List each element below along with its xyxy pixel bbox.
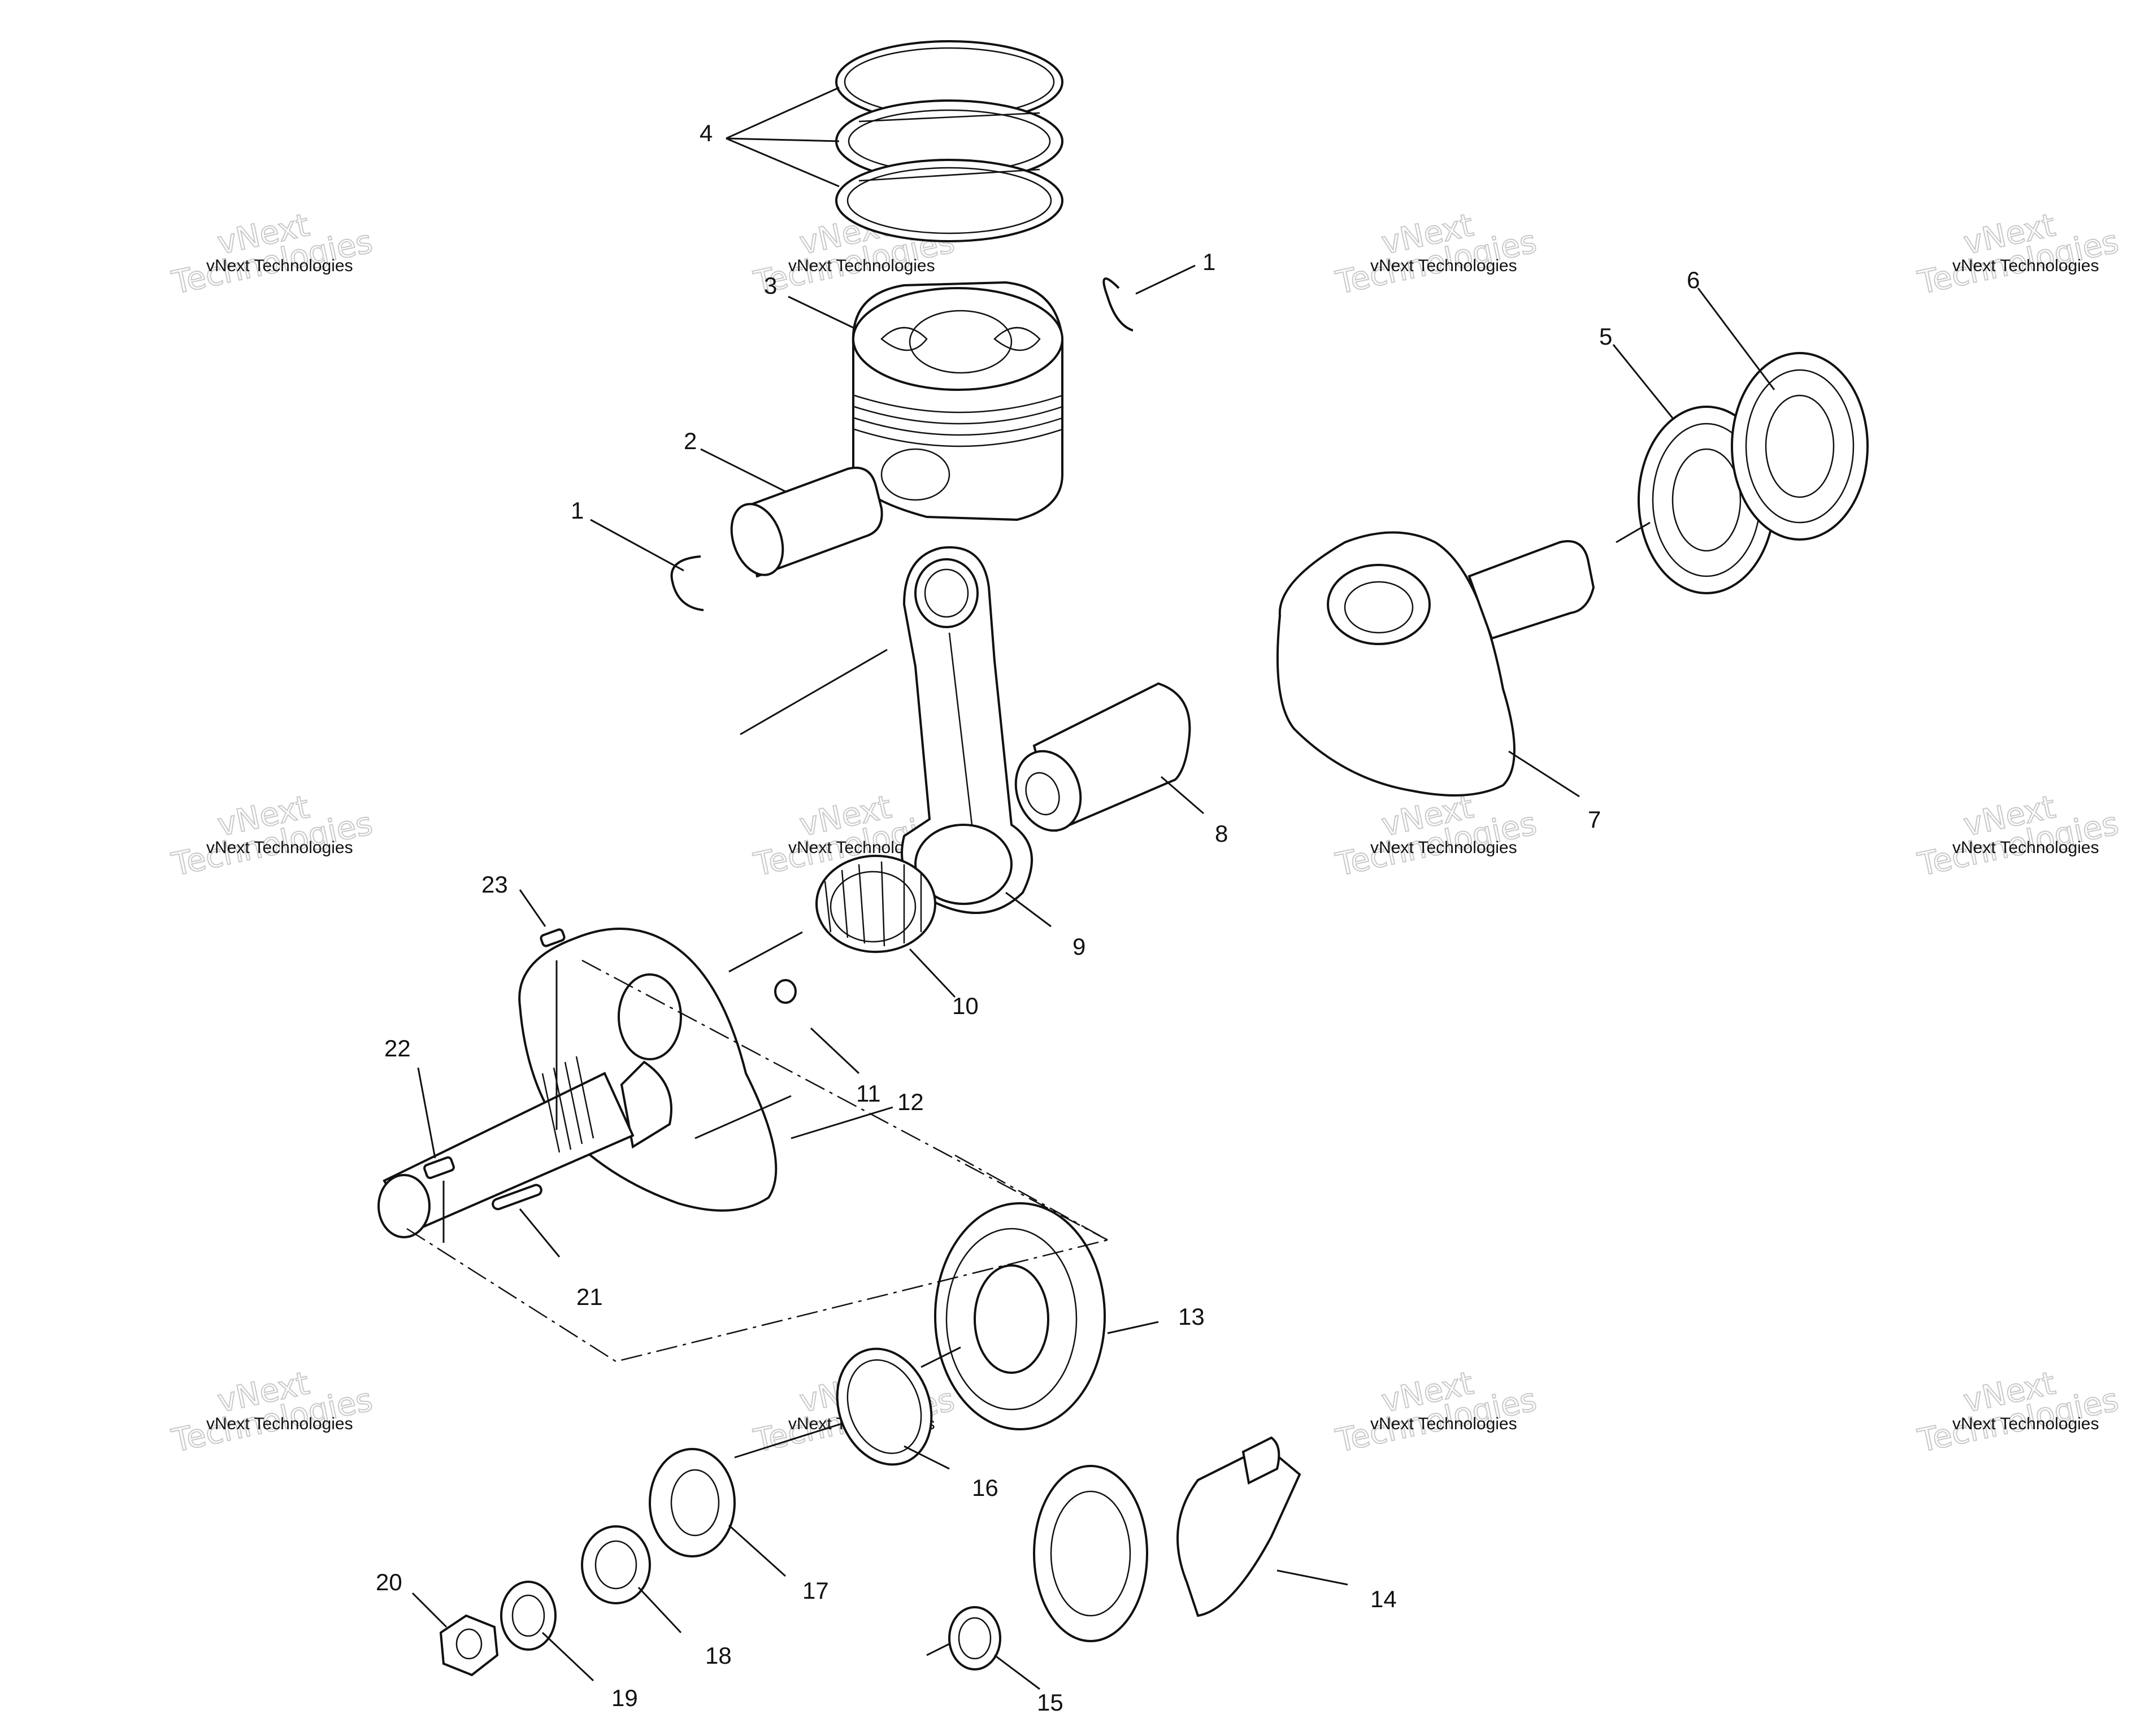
leader-lines	[411, 86, 1775, 1690]
callout-label-16: 16	[972, 1474, 998, 1501]
watermark-text: vNext Technologies	[1370, 256, 1517, 275]
callout-label-19: 19	[611, 1685, 638, 1711]
watermark-text: vNext Technologies	[1952, 256, 2099, 275]
needle-bearing	[815, 855, 936, 953]
callout-label-9: 9	[1072, 933, 1085, 960]
callout-label-14: 14	[1370, 1586, 1397, 1612]
callout-label-2: 2	[684, 428, 697, 454]
watermark-text: vNext Technologies	[206, 256, 353, 275]
callout-label-1: 1	[1202, 249, 1215, 275]
watermark-text: vNext Technologies	[206, 838, 353, 857]
callout-label-8: 8	[1215, 820, 1228, 847]
callout-label-6: 6	[1687, 267, 1700, 293]
crank-half-right	[1276, 531, 1595, 797]
callout-label-11: 11	[856, 1080, 881, 1107]
callout-label-23: 23	[481, 871, 508, 898]
callout-label-21: 21	[576, 1283, 603, 1310]
piston-rings	[835, 40, 1063, 242]
circlips	[670, 277, 1134, 611]
watermark-text: vNext Technologies	[788, 256, 935, 275]
balance-shaft	[948, 1436, 1301, 1670]
callout-label-15: 15	[1037, 1689, 1063, 1716]
callout-label-7: 7	[1588, 806, 1601, 833]
crank-pin	[1014, 682, 1191, 832]
callout-label-5: 5	[1599, 323, 1612, 350]
watermark-text: vNext Technologies	[206, 1415, 353, 1433]
crank-half-left	[377, 928, 778, 1238]
wrist-pin	[730, 467, 883, 578]
callout-label-13: 13	[1178, 1303, 1205, 1330]
crank-gear	[934, 1202, 1106, 1430]
piston	[852, 281, 1063, 521]
small-drive-parts	[439, 1448, 736, 1677]
watermark-text: vNext Technologies	[1370, 838, 1517, 857]
callout-label-12: 12	[897, 1089, 924, 1115]
callout-label-17: 17	[802, 1577, 829, 1604]
watermark-text: vNext Technologies	[1952, 1415, 2099, 1433]
callout-label-1: 1	[571, 497, 584, 524]
connecting-rod	[901, 546, 1033, 914]
callout-label-3: 3	[764, 272, 777, 299]
watermark-text: vNext Technologies	[1370, 1415, 1517, 1433]
keys-and-pins	[423, 928, 797, 1211]
thrust-washer	[836, 1347, 933, 1466]
callout-label-20: 20	[376, 1569, 402, 1595]
callout-label-10: 10	[952, 993, 979, 1019]
callout-label-4: 4	[700, 120, 713, 146]
callout-labels: 1 1 2 3 4 5 6 7 8 9 10 11 12 13 14 15 16…	[376, 120, 1700, 1716]
callout-label-18: 18	[705, 1642, 732, 1669]
watermark-text: vNext Technologies	[1952, 838, 2099, 857]
callout-label-22: 22	[384, 1035, 411, 1061]
assembly-lines	[406, 521, 1651, 1656]
ball-bearings	[1638, 352, 1869, 594]
